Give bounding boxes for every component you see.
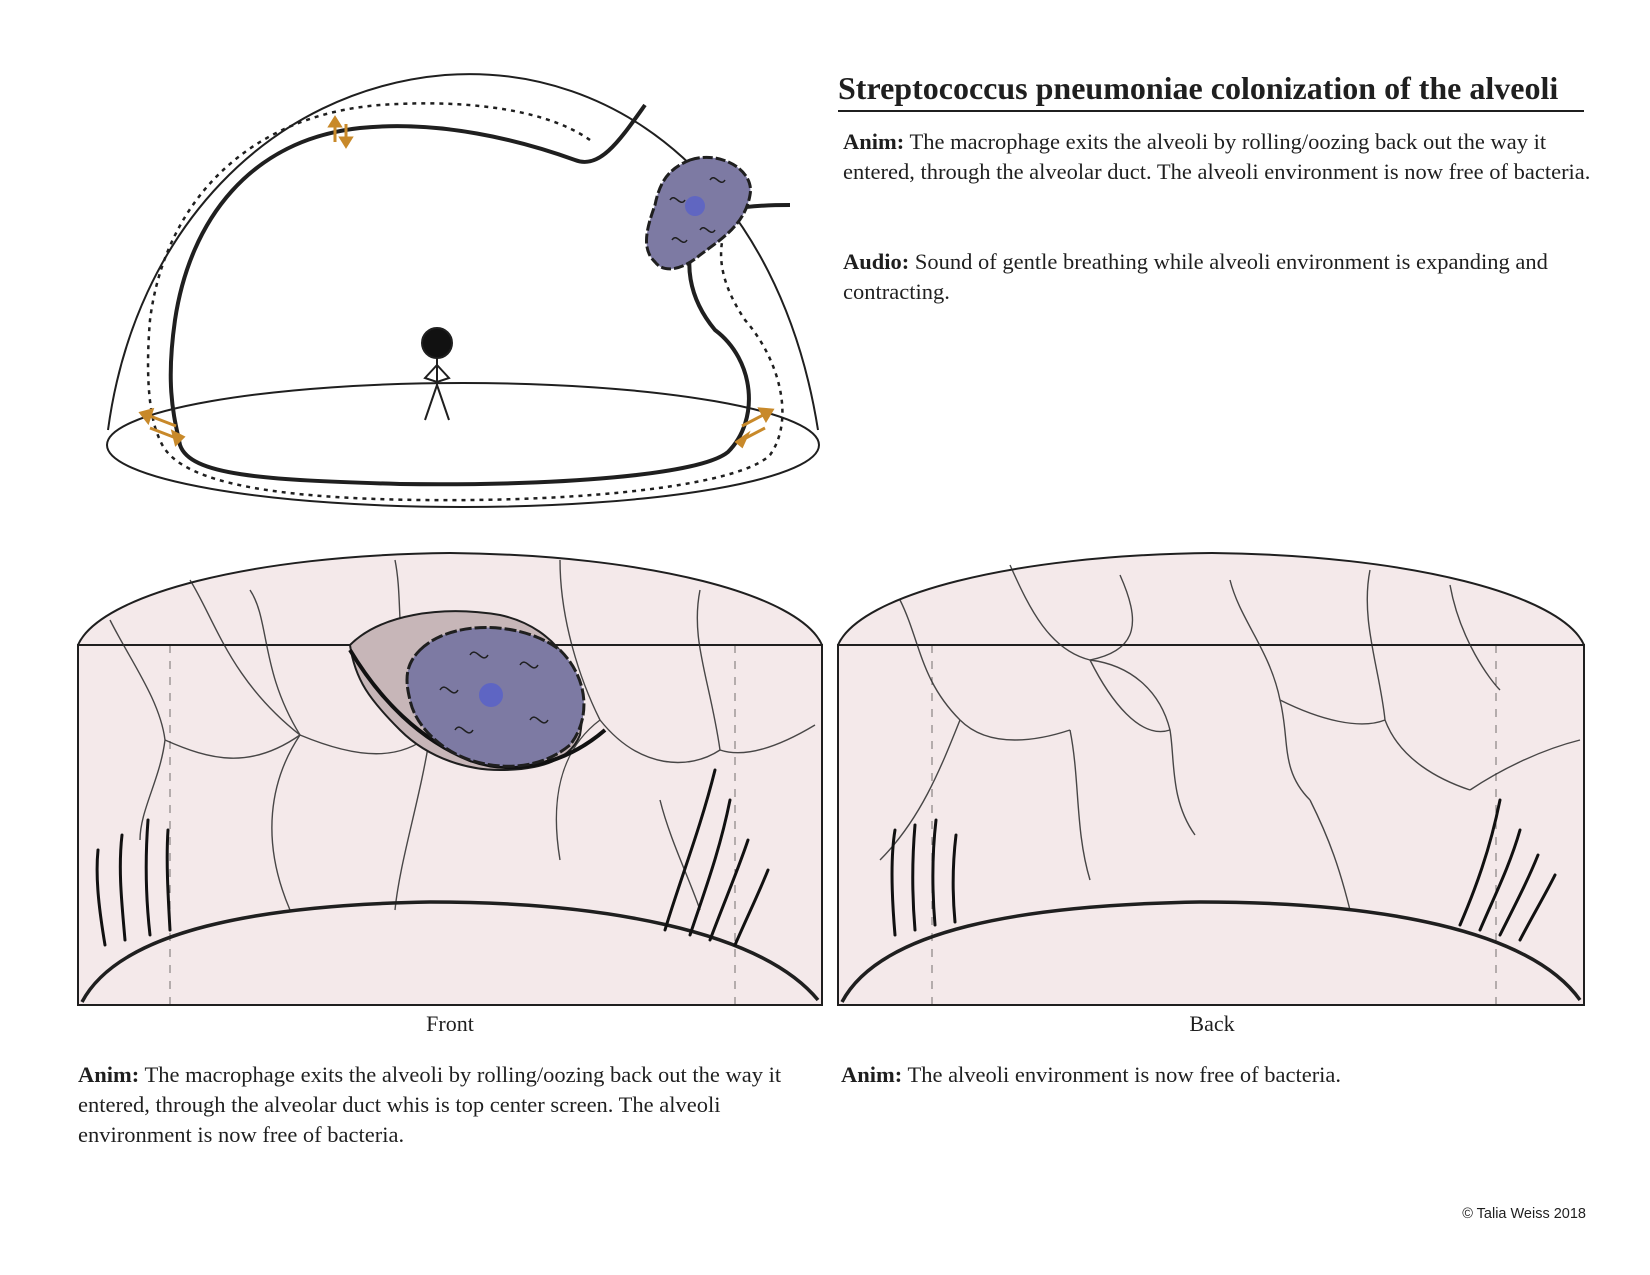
front-anim-text: The macrophage exits the alveoli by roll… <box>78 1062 782 1147</box>
back-panel-top-arc <box>837 551 1585 646</box>
top-audio-note: Audio: Sound of gentle breathing while a… <box>843 247 1593 307</box>
macrophage-dome <box>645 155 752 271</box>
front-panel-shape <box>78 553 822 1005</box>
macrophage-front <box>348 610 607 772</box>
back-anim-note: Anim: The alveoli environment is now fre… <box>841 1060 1581 1090</box>
airflow-arrows <box>138 115 775 449</box>
back-caption: Back <box>1189 1011 1235 1036</box>
copyright-notice: © Talia Weiss 2018 <box>1462 1206 1586 1222</box>
dome-outline <box>107 73 819 431</box>
back-cilia <box>890 798 1557 942</box>
front-floor-curve <box>80 900 820 1003</box>
top-anim-label: Anim: <box>843 129 905 154</box>
page-title: Streptococcus pneumoniae colonization of… <box>838 68 1584 112</box>
alveolar-membrane-dashed <box>146 102 784 502</box>
back-anim-label: Anim: <box>841 1062 903 1087</box>
top-anim-text: The macrophage exits the alveoli by roll… <box>843 129 1591 184</box>
dome-floor <box>106 382 820 508</box>
alveolar-inner-wall <box>168 103 791 487</box>
front-cilia <box>95 768 770 947</box>
back-panel-shape <box>838 553 1584 1005</box>
top-audio-text: Sound of gentle breathing while alveoli … <box>843 249 1548 304</box>
back-panel-frame <box>837 644 1585 1006</box>
front-panel-frame <box>77 644 823 1006</box>
front-anim-note: Anim: The macrophage exits the alveoli b… <box>78 1060 818 1150</box>
scale-figure <box>421 327 453 421</box>
back-floor-curve <box>840 900 1582 1003</box>
front-cell-borders <box>109 559 816 911</box>
front-anim-label: Anim: <box>78 1062 140 1087</box>
back-cell-borders <box>879 564 1581 911</box>
top-audio-label: Audio: <box>843 249 910 274</box>
front-caption: Front <box>426 1011 474 1036</box>
top-anim-note: Anim: The macrophage exits the alveoli b… <box>843 127 1593 187</box>
front-panel-top-arc <box>77 551 823 646</box>
back-anim-text: The alveoli environment is now free of b… <box>902 1062 1342 1087</box>
